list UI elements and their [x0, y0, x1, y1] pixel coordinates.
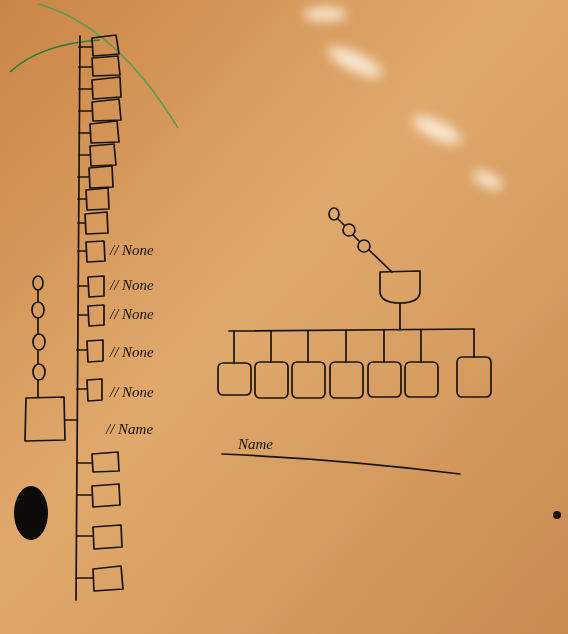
list-box	[79, 144, 116, 166]
comment-label: // None	[110, 384, 154, 401]
board-dot	[553, 511, 561, 519]
chain-bead	[32, 302, 44, 318]
child-box	[292, 362, 325, 398]
list-box	[79, 121, 119, 143]
glare	[303, 7, 505, 193]
list-box	[79, 56, 120, 76]
parent-box	[25, 397, 65, 441]
list-box	[78, 166, 113, 188]
list-box	[77, 379, 102, 401]
list-box	[76, 566, 123, 591]
child-box	[255, 362, 288, 398]
list-box	[78, 241, 105, 262]
list-box	[79, 35, 119, 56]
comment-label: // None	[110, 306, 154, 323]
heading-label: Name	[238, 436, 273, 453]
list-box	[78, 305, 104, 326]
right-tree	[218, 208, 491, 474]
list-box	[77, 525, 122, 549]
list-box	[78, 188, 109, 210]
branch-line	[229, 303, 474, 331]
glare-spot	[303, 7, 347, 21]
comment-label: // None	[110, 344, 154, 361]
chain-bead	[33, 364, 45, 380]
list-box	[78, 212, 108, 234]
chain-line	[37, 290, 39, 397]
chain-line	[338, 219, 392, 272]
root-box	[380, 271, 420, 303]
comment-label: // None	[110, 242, 154, 259]
glare-spot	[410, 111, 465, 149]
glare-spot	[471, 167, 506, 193]
list-box	[77, 452, 119, 472]
glare-spot	[324, 41, 386, 83]
child-box	[457, 357, 491, 397]
child-box	[368, 362, 401, 397]
marker-blob	[14, 486, 48, 540]
underline	[222, 454, 460, 474]
list-box	[77, 340, 103, 362]
comment-label: // Name	[106, 421, 153, 438]
branch-line	[65, 419, 77, 421]
child-box	[405, 362, 438, 397]
spine-line	[76, 36, 80, 600]
chain-bead	[33, 276, 43, 290]
green-arcs	[10, 4, 178, 128]
list-box	[77, 484, 120, 507]
list-box	[78, 276, 104, 297]
comment-label: // None	[110, 277, 154, 294]
chain-bead	[33, 334, 45, 350]
chain-bead	[329, 208, 339, 220]
child-box	[330, 362, 363, 398]
list-box	[79, 99, 121, 121]
branch-line	[234, 329, 474, 363]
child-box	[218, 363, 251, 395]
green-arc	[38, 4, 178, 128]
list-box	[79, 77, 121, 99]
